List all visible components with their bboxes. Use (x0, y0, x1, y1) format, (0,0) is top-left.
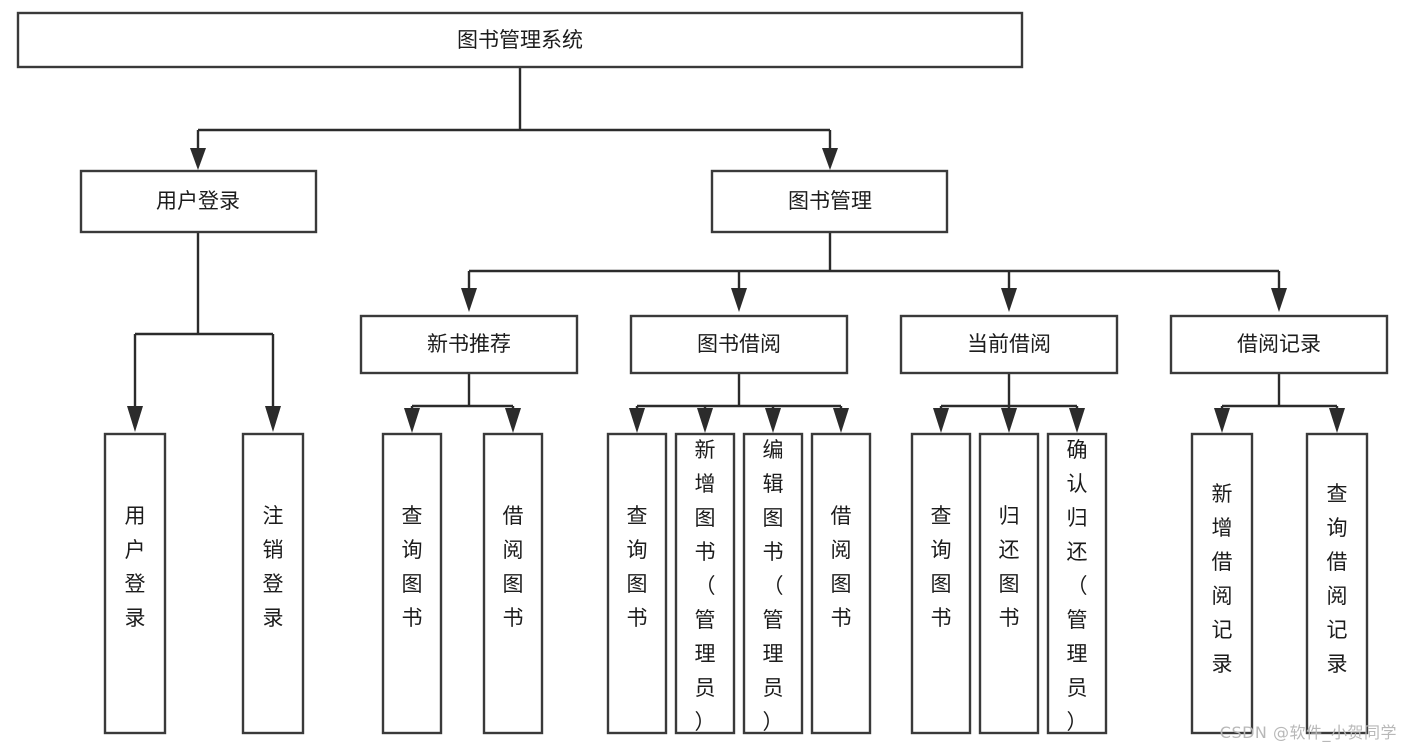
leaf-book-borrow-1-box[interactable] (674, 432, 736, 735)
node-current-borrow-box[interactable] (899, 314, 1119, 375)
leaf-user-login-1-label: 注销登录 (263, 504, 284, 630)
node-new-book-recommend-box[interactable] (359, 314, 579, 375)
node-current-borrow-label: 当前借阅 (967, 332, 1051, 356)
arrow-book-mgmt-to-recommend (461, 288, 477, 312)
arrow-record-leaf-0 (1214, 408, 1230, 433)
leaf-book-borrow-2-box[interactable] (742, 432, 804, 735)
arrow-current-leaf-1 (1001, 408, 1017, 433)
leaf-book-borrow-0-label: 查询图书 (627, 504, 648, 630)
node-borrow-record-box[interactable] (1169, 314, 1389, 375)
arrow-user-login-leaf-1 (265, 406, 281, 432)
arrow-current-leaf-0 (933, 408, 949, 433)
arrow-current-leaf-2 (1069, 408, 1085, 433)
leaf-current-borrow-2-box[interactable] (1046, 432, 1108, 735)
arrow-borrow-leaf-0 (629, 408, 645, 433)
node-book-borrow[interactable]: 图书借阅 (629, 314, 849, 375)
node-current-borrow[interactable]: 当前借阅 (899, 314, 1119, 375)
arrow-recommend-leaf-1 (505, 408, 521, 433)
node-user-login-box[interactable] (79, 169, 318, 234)
leaf-book-borrow-2[interactable]: 编辑图书（管理员） (742, 432, 804, 735)
leaf-borrow-record-0[interactable]: 新增借阅记录 (1190, 432, 1254, 735)
leaf-current-borrow-1[interactable]: 归还图书 (978, 432, 1040, 735)
leaf-user-login-1-box[interactable] (241, 432, 305, 735)
arrow-book-mgmt-to-borrow (731, 288, 747, 312)
leaf-new-book-recommend-0-label: 查询图书 (402, 504, 423, 630)
arrow-root-to-book-mgmt (822, 148, 838, 170)
leaf-new-book-recommend-0-box[interactable] (381, 432, 443, 735)
node-new-book-recommend[interactable]: 新书推荐 (359, 314, 579, 375)
leaf-book-borrow-0-box[interactable] (606, 432, 668, 735)
arrow-borrow-leaf-3 (833, 408, 849, 433)
node-book-management[interactable]: 图书管理 (710, 169, 949, 234)
leaf-borrow-record-1-box[interactable] (1305, 432, 1369, 735)
leaf-current-borrow-1-box[interactable] (978, 432, 1040, 735)
leaf-book-borrow-3[interactable]: 借阅图书 (810, 432, 872, 735)
leaf-current-borrow-1-label: 归还图书 (999, 504, 1020, 630)
leaf-book-borrow-1-label: 新增图书（管理员） (695, 438, 716, 734)
leaf-new-book-recommend-1-label: 借阅图书 (503, 504, 524, 630)
leaf-current-borrow-0-label: 查询图书 (931, 504, 952, 630)
leaf-new-book-recommend-0[interactable]: 查询图书 (381, 432, 443, 735)
node-user-login-label: 用户登录 (156, 189, 240, 213)
connector-layer (127, 67, 1345, 433)
leaf-current-borrow-2-label: 确认归还（管理员） (1067, 438, 1088, 734)
leaf-book-borrow-2-label: 编辑图书（管理员） (763, 438, 784, 734)
node-book-borrow-label: 图书借阅 (697, 332, 781, 356)
csdn-watermark: CSDN @软件_小贺同学 (1219, 723, 1397, 742)
leaf-new-book-recommend-1-box[interactable] (482, 432, 544, 735)
leaf-borrow-record-0-box[interactable] (1190, 432, 1254, 735)
arrow-record-leaf-1 (1329, 408, 1345, 433)
leaf-borrow-record-0-label: 新增借阅记录 (1212, 482, 1233, 676)
leaf-book-borrow-1[interactable]: 新增图书（管理员） (674, 432, 736, 735)
arrow-borrow-leaf-1 (697, 408, 713, 433)
node-new-book-recommend-label: 新书推荐 (427, 332, 511, 356)
leaf-borrow-record-1-label: 查询借阅记录 (1327, 482, 1348, 676)
node-book-management-box[interactable] (710, 169, 949, 234)
arrow-recommend-leaf-0 (404, 408, 420, 433)
leaf-current-borrow-2[interactable]: 确认归还（管理员） (1046, 432, 1108, 735)
leaf-current-borrow-0[interactable]: 查询图书 (910, 432, 972, 735)
node-book-borrow-box[interactable] (629, 314, 849, 375)
leaf-book-borrow-0[interactable]: 查询图书 (606, 432, 668, 735)
leaf-user-login-0-label: 用户登录 (125, 504, 146, 630)
node-book-management-label: 图书管理 (788, 189, 872, 213)
node-root[interactable]: 图书管理系统 (16, 11, 1024, 69)
node-user-login[interactable]: 用户登录 (79, 169, 318, 234)
leaf-borrow-record-1[interactable]: 查询借阅记录 (1305, 432, 1369, 735)
arrow-user-login-leaf-0 (127, 406, 143, 432)
node-borrow-record[interactable]: 借阅记录 (1169, 314, 1389, 375)
arrow-root-to-user-login (190, 148, 206, 170)
node-borrow-record-label: 借阅记录 (1237, 332, 1321, 356)
node-root-label: 图书管理系统 (457, 28, 583, 52)
leaf-book-borrow-3-label: 借阅图书 (831, 504, 852, 630)
node-root-box[interactable] (16, 11, 1024, 69)
leaf-new-book-recommend-1[interactable]: 借阅图书 (482, 432, 544, 735)
leaf-user-login-0[interactable]: 用户登录 (103, 432, 167, 735)
leaf-current-borrow-0-box[interactable] (910, 432, 972, 735)
leaf-book-borrow-3-box[interactable] (810, 432, 872, 735)
arrow-book-mgmt-to-record (1271, 288, 1287, 312)
arrow-book-mgmt-to-current (1001, 288, 1017, 312)
leaf-user-login-1[interactable]: 注销登录 (241, 432, 305, 735)
leaf-user-login-0-box[interactable] (103, 432, 167, 735)
arrow-borrow-leaf-2 (765, 408, 781, 433)
